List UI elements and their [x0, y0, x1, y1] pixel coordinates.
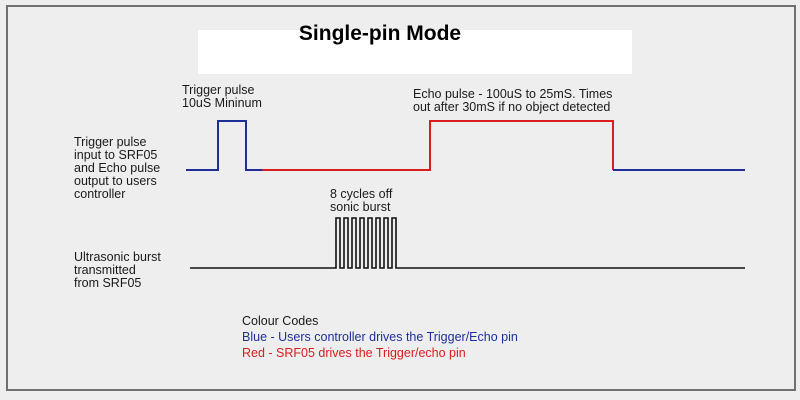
ultrasonic-burst-label: Ultrasonic burst transmitted from SRF05 — [74, 250, 161, 290]
diagram-title: Single-pin Mode — [298, 22, 462, 45]
legend-heading: Colour Codes — [242, 314, 319, 328]
trigger-input-label: Trigger pulse input to SRF05 and Echo pu… — [74, 135, 161, 201]
title-background — [198, 30, 632, 74]
legend-blue-text: Blue - Users controller drives the Trigg… — [242, 330, 518, 344]
trigger-pulse-blue — [186, 120, 262, 171]
echo-pulse-red — [262, 120, 614, 171]
ultrasonic-burst-waveform — [190, 217, 745, 269]
trigger-pulse-label: Trigger pulse 10uS Mininum — [182, 83, 262, 110]
burst-cycles-label: 8 cycles off sonic burst — [330, 187, 393, 214]
echo-pulse-label: Echo pulse - 100uS to 25mS. Times out af… — [413, 87, 613, 114]
legend-red-text: Red - SRF05 drives the Trigger/echo pin — [242, 346, 466, 360]
